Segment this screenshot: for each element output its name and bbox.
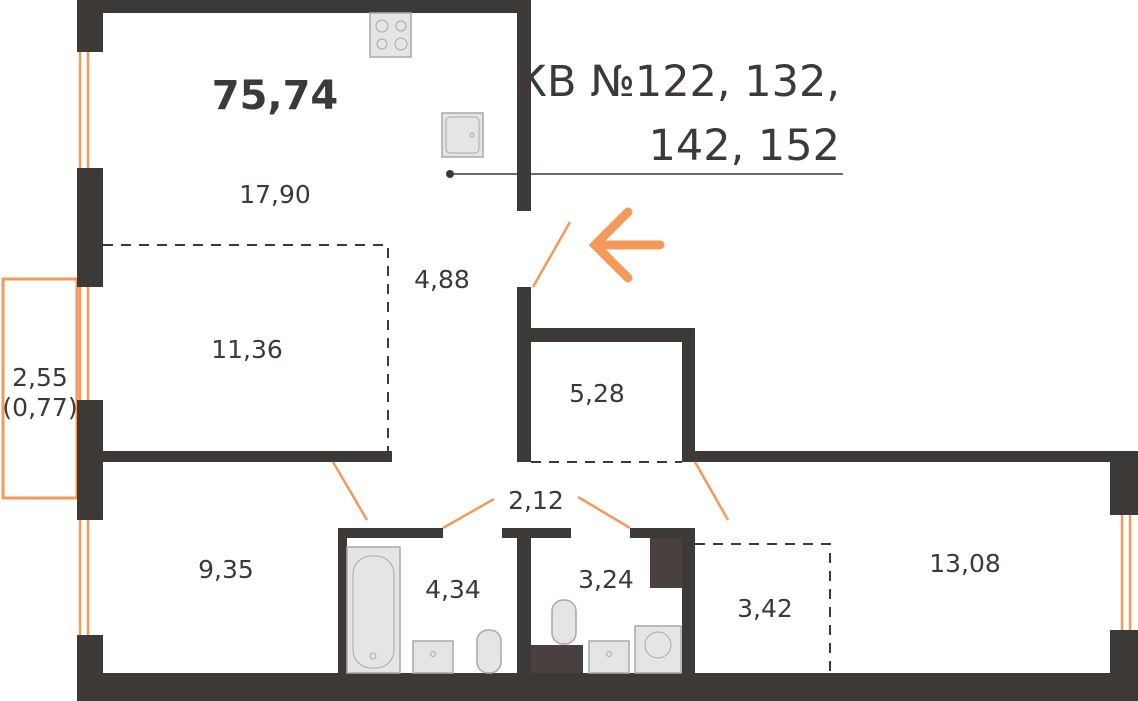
room-area-hall: 4,88 <box>414 265 470 294</box>
windows <box>78 52 1132 635</box>
apartment-title-line2: 142, 152 <box>649 121 840 171</box>
room-area-bedroom-1: 11,36 <box>211 335 283 364</box>
kitchen-sink-icon <box>441 112 484 158</box>
walls <box>77 0 1138 701</box>
stove-icon <box>369 12 412 58</box>
room-area-wc: 3,24 <box>578 565 634 594</box>
door-swings <box>331 221 730 530</box>
bathroom-sink-icon <box>412 640 454 674</box>
room-area-kitchen: 17,90 <box>239 180 311 209</box>
balcony-outline <box>1 277 79 500</box>
room-area-bathroom: 4,34 <box>425 575 481 604</box>
total-area: 75,74 <box>212 73 339 119</box>
zone-boundaries <box>103 244 831 673</box>
room-area-bedroom-2: 9,35 <box>198 555 254 584</box>
bathtub-icon <box>346 546 401 674</box>
toilet-icon <box>476 629 502 674</box>
room-area-corridor: 2,12 <box>508 486 564 515</box>
room-area-wardrobe: 3,42 <box>737 594 793 623</box>
room-area-storage: 5,28 <box>569 379 625 408</box>
washing-machine-icon <box>634 625 682 674</box>
entrance-arrow-icon <box>588 207 665 283</box>
room-area-bedroom-3: 13,08 <box>929 549 1001 578</box>
leader-dot <box>446 170 454 178</box>
wc-sink-icon <box>588 640 630 674</box>
toilet-icon-wc <box>551 599 577 645</box>
apartment-title-line1: КВ №122, 132, <box>516 57 840 107</box>
balcony-area: 2,55 <box>12 363 68 392</box>
balcony-reduced-area: (0,77) <box>2 393 77 422</box>
